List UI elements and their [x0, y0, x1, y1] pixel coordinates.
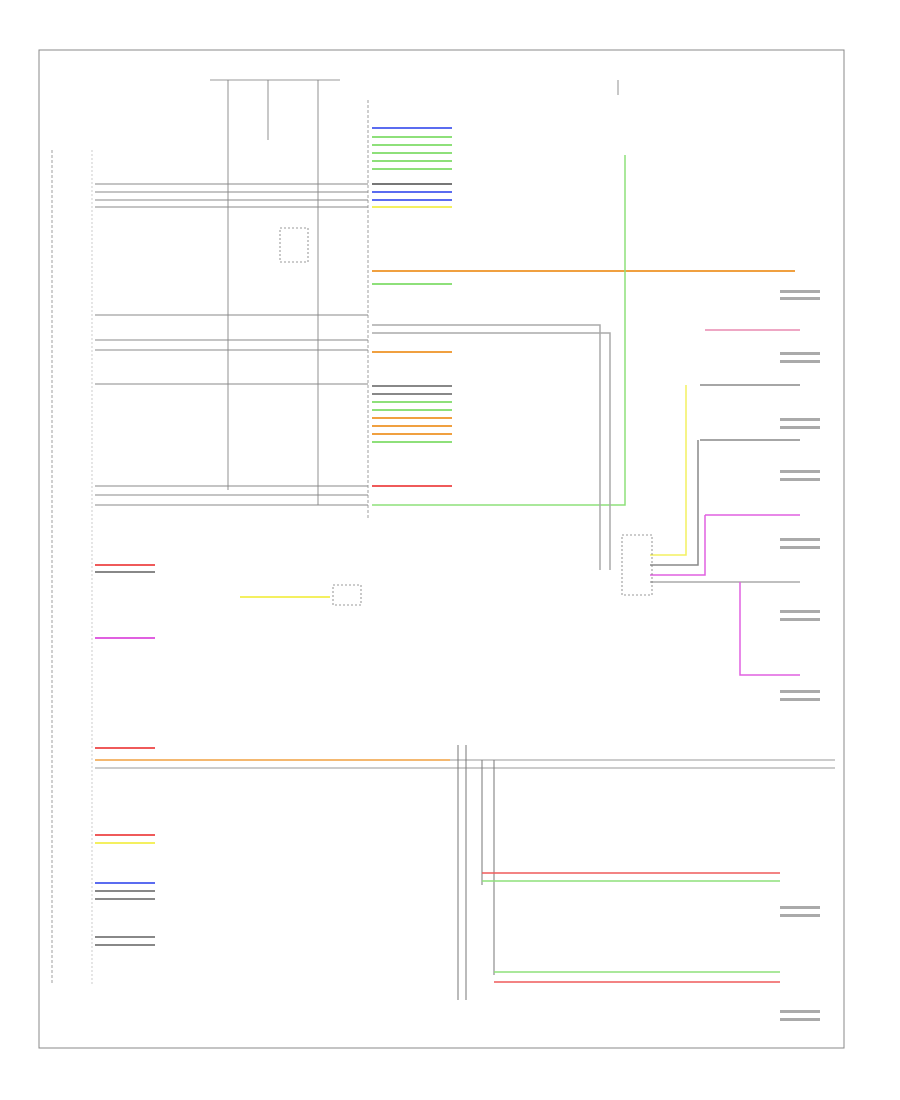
right-side-wires — [372, 324, 800, 676]
upper-bcm-wires — [95, 183, 368, 506]
mid-left-stubs — [95, 564, 330, 639]
lower-connector-verticals — [457, 745, 495, 1000]
upper-small-box — [279, 227, 309, 263]
lower-left-stubs — [95, 747, 155, 946]
component-labels — [780, 290, 820, 1021]
right-module-box — [621, 534, 653, 596]
fuse-feeds — [210, 79, 619, 505]
connector-stubs — [372, 127, 452, 487]
diagram-frame — [38, 49, 845, 1049]
center-module-box — [332, 584, 362, 606]
green-signal-wire — [372, 155, 626, 506]
body-control-module — [51, 150, 93, 985]
lower-right-wires — [482, 872, 780, 983]
